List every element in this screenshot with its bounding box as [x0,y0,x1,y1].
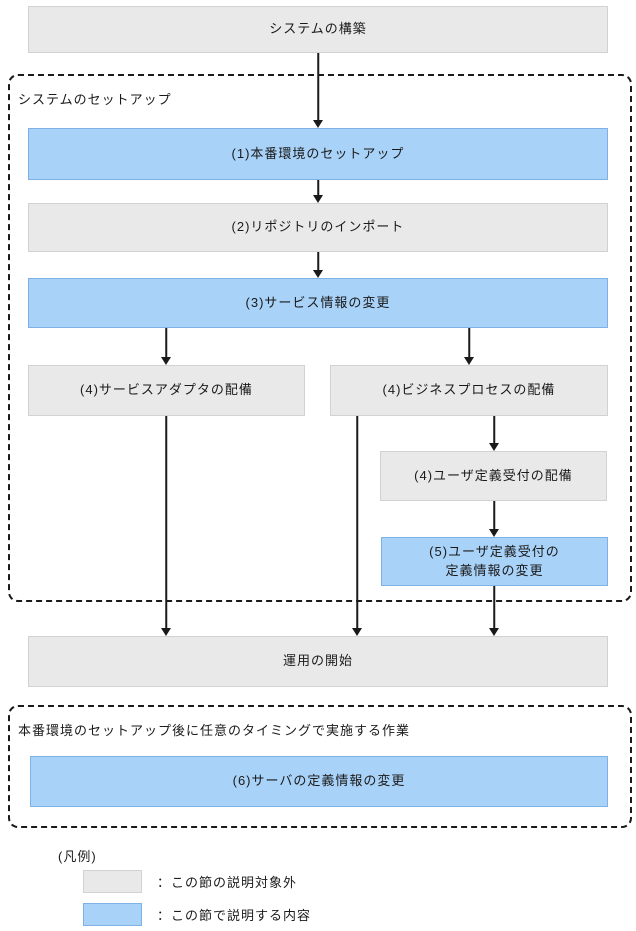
arrow-shaft [317,252,319,272]
node-step4-user-defined-reception-deploy: (4)ユーザ定義受付の配備 [380,451,607,501]
legend-label-in-scope: ：この節で説明する内容 [157,908,312,923]
node-step3-label: (3)サービス情報の変更 [245,294,391,310]
system-setup-group: システムのセットアップ [8,74,632,602]
arrow-step3-to-bp [464,328,474,365]
node-step4-business-process-deploy: (4)ビジネスプロセスの配備 [330,365,608,416]
node-system-build-label: システムの構築 [269,21,367,37]
node-step4-bp-label: (4)ビジネスプロセスの配備 [382,382,556,398]
node-step2-repository-import: (2)リポジトリのインポート [28,203,608,252]
node-step2-label: (2)リポジトリのインポート [231,219,405,235]
arrow-udr-to-step5 [489,501,499,537]
arrow-shaft [356,416,358,630]
node-operation-start: 運用の開始 [28,636,608,687]
post-setup-group-label: 本番環境のセットアップ後に任意のタイミングで実施する作業 [18,723,411,738]
arrow-step5-to-operation [489,586,499,636]
system-setup-group-label: システムのセットアップ [18,92,172,107]
arrow-shaft [468,328,470,359]
arrow-shaft [493,501,495,531]
post-setup-group: 本番環境のセットアップ後に任意のタイミングで実施する作業 [8,705,632,828]
arrow-down-icon [161,628,171,636]
arrow-shaft [493,416,495,445]
arrow-step2-to-step3 [313,252,323,278]
arrow-down-icon [313,270,323,278]
arrow-step3-to-adapter [161,328,171,365]
node-step4-adapter-label: (4)サービスアダプタの配備 [80,382,253,398]
node-system-build: システムの構築 [28,6,608,53]
arrow-down-icon [489,628,499,636]
arrow-adapter-to-operation [161,416,171,636]
arrow-shaft [165,416,167,630]
arrow-shaft [493,586,495,630]
arrow-shaft [317,180,319,197]
arrow-down-icon [489,529,499,537]
arrow-down-icon [352,628,362,636]
arrow-build-to-step1 [313,53,323,128]
arrow-bp-to-udr [489,416,499,451]
arrow-shaft [317,53,319,122]
arrow-down-icon [313,195,323,203]
arrow-down-icon [464,357,474,365]
arrow-down-icon [161,357,171,365]
legend-title: (凡例) [58,849,97,864]
node-step5-label-line1: (5)ユーザ定義受付の [429,543,560,559]
node-step5-udr-definition-change: (5)ユーザ定義受付の 定義情報の変更 [381,537,608,586]
node-step3-service-info-change: (3)サービス情報の変更 [28,278,608,328]
legend-item-out-of-scope: ：この節の説明対象外 [83,870,297,893]
node-step1-label: (1)本番環境のセットアップ [231,145,405,161]
arrow-step1-to-step2 [313,180,323,203]
arrow-down-icon [489,443,499,451]
legend-item-in-scope: ：この節で説明する内容 [83,903,311,926]
legend-label-out-of-scope: ：この節の説明対象外 [157,875,298,890]
arrow-shaft [165,328,167,359]
node-step1-production-setup: (1)本番環境のセットアップ [28,128,608,180]
node-step5-label-line2: 定義情報の変更 [445,562,544,578]
legend-swatch-gray [83,870,142,893]
arrow-down-icon [313,120,323,128]
legend-swatch-blue [83,903,142,926]
node-step6-server-definition-change: (6)サーバの定義情報の変更 [30,756,608,807]
node-step6-label: (6)サーバの定義情報の変更 [232,773,406,789]
node-step4-udr-label: (4)ユーザ定義受付の配備 [414,467,573,483]
arrow-bp-to-operation [352,416,362,636]
node-operation-start-label: 運用の開始 [282,653,353,669]
node-step4-service-adapter-deploy: (4)サービスアダプタの配備 [28,365,305,416]
